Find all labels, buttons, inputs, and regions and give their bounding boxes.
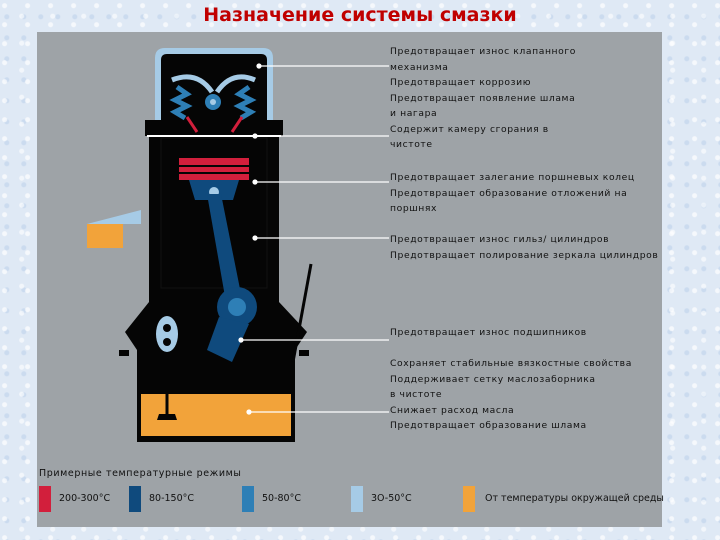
legend-label-ambient: От температуры окружащей среды xyxy=(485,493,664,504)
dipstick xyxy=(291,263,313,363)
label-valve-mechanism: Предотвращает износ клапанного механизма… xyxy=(390,46,577,150)
legend-label-50-80: 50-80°C xyxy=(262,493,301,504)
legend-title: Примерные температурные режимы xyxy=(39,468,242,479)
legend-swatch-50-80 xyxy=(242,486,254,512)
legend-label-200-300: 200-300°C xyxy=(59,493,111,504)
label-sump: Сохраняет стабильные вязкостные свойства… xyxy=(390,358,632,431)
legend-swatch-80-150 xyxy=(129,486,141,512)
diagram-panel: Предотвращает износ клапанного механизма… xyxy=(37,32,664,527)
connecting-rod xyxy=(207,194,243,308)
engine-diagram xyxy=(87,48,389,442)
legend-label-30-50: 3O-50°C xyxy=(371,493,412,504)
oil-sump xyxy=(141,394,291,436)
label-cylinder: Предотвращает износ гильз/ цилиндров Пре… xyxy=(390,234,659,261)
piston xyxy=(179,158,249,180)
cylinder-head xyxy=(145,120,283,136)
oil-pump xyxy=(156,316,178,352)
legend-swatch-30-50 xyxy=(351,486,363,512)
oil-filter xyxy=(87,210,141,224)
label-piston: Предотвращает залегание поршневых колец … xyxy=(390,172,635,214)
legend-swatch-ambient xyxy=(463,486,475,512)
legend-swatch-200-300 xyxy=(39,486,51,512)
legend-label-80-150: 80-150°C xyxy=(149,493,195,504)
slide-title: Назначение системы смазки xyxy=(203,4,517,26)
label-bearings: Предотвращает износ подшипников xyxy=(390,327,587,338)
